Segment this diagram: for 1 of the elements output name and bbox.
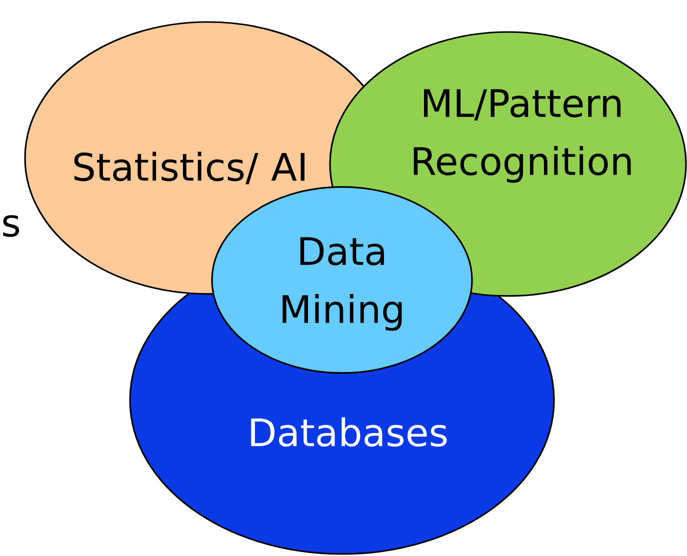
text-fragment: s xyxy=(3,215,20,237)
